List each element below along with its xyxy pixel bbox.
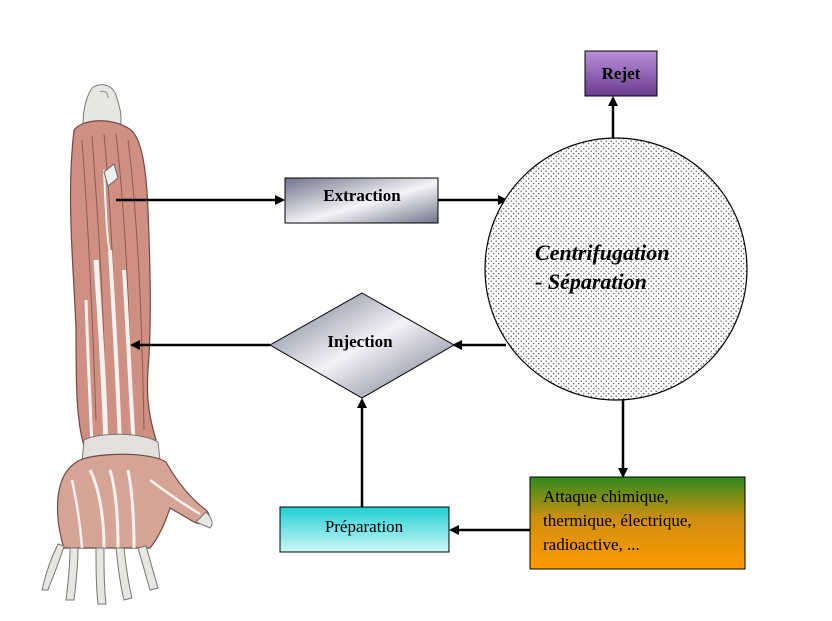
forearm-illustration (41, 84, 213, 605)
extraction-label: Extraction (323, 186, 401, 205)
rejet-node: Rejet (584, 50, 658, 97)
attaque-label-line3: radioactive, ... (543, 535, 640, 554)
centrifugation-node: Centrifugation - Séparation (484, 137, 748, 401)
attaque-node: Attaque chimique, thermique, électrique,… (529, 476, 746, 570)
attaque-label-line1: Attaque chimique, (543, 487, 669, 506)
preparation-label: Préparation (325, 517, 404, 536)
injection-label: Injection (327, 332, 393, 351)
preparation-node: Préparation (279, 506, 450, 553)
centrifugation-label-line1: Centrifugation (535, 240, 669, 265)
attaque-label-line2: thermique, électrique, (543, 511, 692, 530)
extraction-node: Extraction (284, 177, 439, 224)
injection-node: Injection (268, 292, 456, 399)
rejet-label: Rejet (602, 64, 641, 83)
centrifugation-label-line2: - Séparation (535, 269, 647, 294)
connectors (116, 96, 628, 535)
